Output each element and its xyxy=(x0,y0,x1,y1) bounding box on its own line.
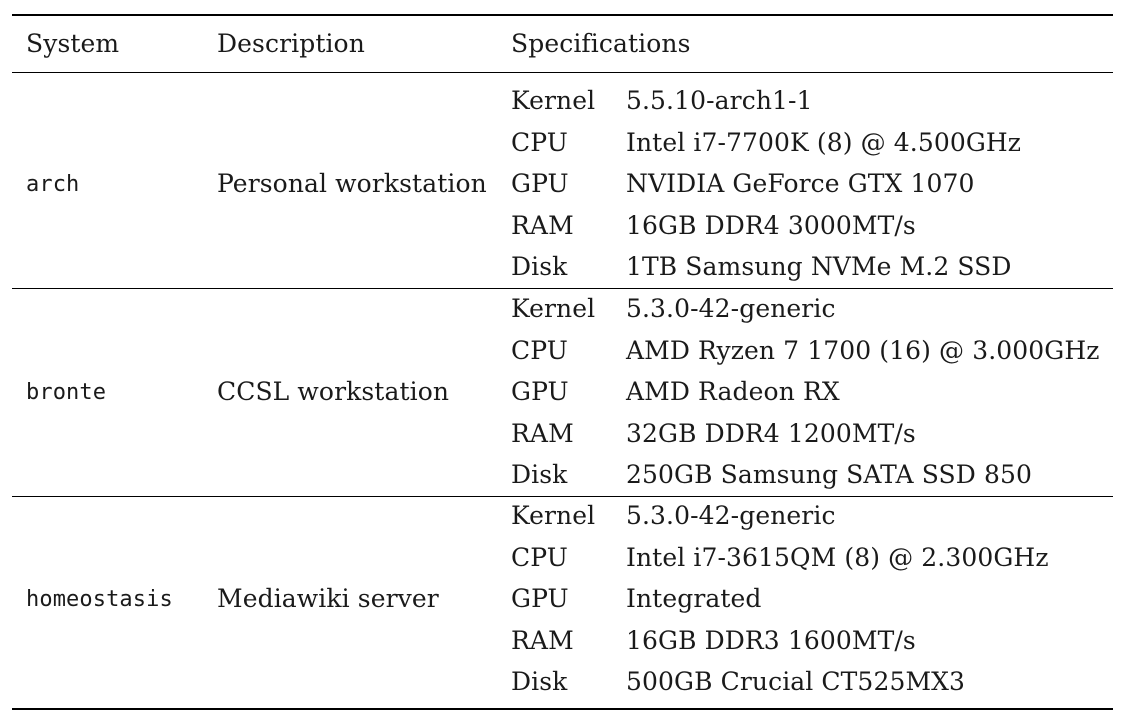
header-rule xyxy=(12,72,1113,73)
spec-value: 16GB DDR3 1600MT/s xyxy=(626,625,916,655)
spec-label: RAM xyxy=(511,210,574,240)
spec-value: Intel i7-3615QM (8) @ 2.300GHz xyxy=(626,542,1049,572)
group-rule xyxy=(12,496,1113,497)
header-description: Description xyxy=(217,29,365,58)
spec-value: 1TB Samsung NVMe M.2 SSD xyxy=(626,252,1012,281)
spec-label: CPU xyxy=(511,335,568,365)
spec-label: RAM xyxy=(511,418,574,448)
spec-label: Kernel xyxy=(511,501,596,530)
row-system-name: bronte xyxy=(26,380,107,405)
spec-value: AMD Radeon RX xyxy=(626,377,840,406)
spec-label: Disk xyxy=(511,460,568,489)
spec-value: 5.5.10-arch1-1 xyxy=(626,86,813,115)
spec-label: GPU xyxy=(511,584,569,613)
spec-value: 250GB Samsung SATA SSD 850 xyxy=(626,460,1032,489)
bottom-rule xyxy=(12,708,1113,710)
spec-label: Disk xyxy=(511,252,568,281)
spec-label: RAM xyxy=(511,625,574,655)
header-system: System xyxy=(26,29,120,58)
group-rule xyxy=(12,288,1113,289)
spec-value: NVIDIA GeForce GTX 1070 xyxy=(626,169,975,198)
row-system-name: arch xyxy=(26,172,80,197)
spec-label: Kernel xyxy=(511,294,596,323)
row-description: Personal workstation xyxy=(217,169,487,198)
spec-label: Disk xyxy=(511,667,568,696)
row-system-name: homeostasis xyxy=(26,587,173,612)
top-rule xyxy=(12,14,1113,16)
spec-value: 32GB DDR4 1200MT/s xyxy=(626,418,916,448)
spec-value: 16GB DDR4 3000MT/s xyxy=(626,210,916,240)
spec-value: Integrated xyxy=(626,584,762,613)
spec-value: 5.3.0-42-generic xyxy=(626,294,836,323)
spec-label: CPU xyxy=(511,127,568,157)
row-description: Mediawiki server xyxy=(217,584,439,613)
spec-value: 500GB Crucial CT525MX3 xyxy=(626,667,966,696)
spec-value: AMD Ryzen 7 1700 (16) @ 3.000GHz xyxy=(626,335,1100,365)
spec-label: GPU xyxy=(511,169,569,198)
spec-value: Intel i7-7700K (8) @ 4.500GHz xyxy=(626,127,1022,157)
row-description: CCSL workstation xyxy=(217,377,450,406)
spec-value: 5.3.0-42-generic xyxy=(626,501,836,530)
spec-label: GPU xyxy=(511,377,569,406)
spec-label: CPU xyxy=(511,542,568,572)
spec-label: Kernel xyxy=(511,86,596,115)
header-specifications: Specifications xyxy=(511,29,691,58)
